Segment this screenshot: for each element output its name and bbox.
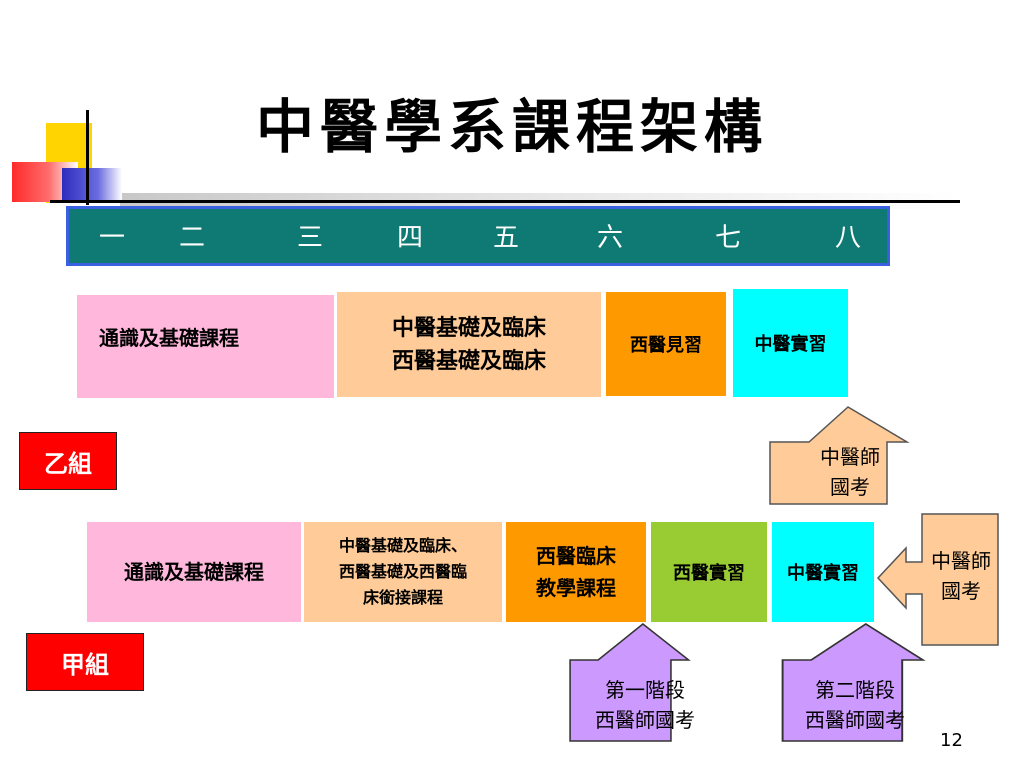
track-b-basic-line1: 中醫基礎及臨床: [391, 314, 546, 341]
year-5: 五: [493, 223, 520, 253]
stage2-exam-arrow-icon: [781, 623, 926, 742]
stage1-line2: 西醫師國考: [595, 708, 695, 732]
deco-blue-square: [62, 168, 122, 202]
year-band: 一 二 三 四 五 六 七 八: [66, 206, 890, 266]
track-a-general-label: 通識及基礎課程: [124, 560, 264, 584]
track-a-label: 甲組: [26, 633, 144, 691]
year-2: 二: [179, 223, 206, 253]
deco-vertical-line: [86, 110, 89, 205]
track-a-tcm-exam-line1: 中醫師: [931, 549, 991, 573]
track-b-exam-arrow-icon: [769, 406, 910, 505]
year-1: 一: [99, 223, 126, 253]
deco-horizontal-line: [50, 200, 960, 203]
track-b-exam-line1: 中醫師: [820, 445, 880, 469]
track-a-basic-clinical: 中醫基礎及臨床、 西醫基礎及西醫臨 床銜接課程: [304, 522, 502, 622]
track-a-basic-line3: 床銜接課程: [362, 588, 443, 607]
track-b-general-course: 通識及基礎課程: [77, 295, 334, 398]
stage1-exam-arrow-icon: [569, 623, 691, 742]
track-b-tcm-internship-label: 中醫實習: [754, 334, 827, 355]
track-a-label-text: 甲組: [61, 649, 109, 679]
track-b-western-clerkship: 西醫見習: [606, 292, 726, 396]
stage2-line1: 第二階段: [815, 678, 895, 702]
track-a-tcm-internship: 中醫實習: [772, 522, 874, 622]
year-4: 四: [397, 223, 424, 253]
track-b-exam-line2: 國考: [830, 475, 870, 499]
track-a-tcm-exam-line2: 國考: [941, 579, 981, 603]
track-a-western-clinical: 西醫臨床 教學課程: [506, 522, 646, 622]
track-a-basic-line1: 中醫基礎及臨床、: [338, 536, 467, 555]
track-b-tcm-internship: 中醫實習: [733, 289, 848, 397]
stage2-exam-text: 第二階段 西醫師國考: [780, 672, 930, 738]
year-3: 三: [297, 223, 324, 253]
track-b-basic-line2: 西醫基礎及臨床: [391, 347, 546, 374]
year-8: 八: [835, 223, 862, 253]
track-b-general-label: 通識及基礎課程: [99, 326, 239, 350]
track-a-western-clinical-line2: 教學課程: [536, 576, 616, 600]
track-b-exam-text: 中醫師 國考: [770, 440, 930, 504]
slide-title: 中醫學系課程架構: [255, 93, 768, 161]
track-b-label-text: 乙組: [44, 448, 92, 478]
track-a-tcm-exam-arrow-icon: [876, 513, 999, 646]
stage2-line2: 西醫師國考: [805, 708, 905, 732]
track-a-basic-line2: 西醫基礎及西醫臨: [338, 562, 467, 581]
stage1-exam-text: 第一階段 西醫師國考: [570, 672, 720, 738]
track-a-western-clinical-line1: 西醫臨床: [536, 544, 616, 568]
track-a-tcm-internship-label: 中醫實習: [787, 563, 859, 584]
track-a-tcm-exam-text: 中醫師 國考: [922, 536, 1000, 616]
track-a-general-course: 通識及基礎課程: [87, 522, 301, 622]
year-7: 七: [715, 223, 742, 253]
track-a-western-internship-label: 西醫實習: [673, 563, 745, 584]
track-b-western-clerkship-label: 西醫見習: [630, 335, 702, 356]
stage1-line1: 第一階段: [605, 678, 685, 702]
track-b-label: 乙組: [19, 432, 117, 490]
track-b-basic-clinical: 中醫基礎及臨床 西醫基礎及臨床: [337, 292, 601, 397]
track-a-western-internship: 西醫實習: [651, 522, 767, 622]
page-number: 12: [940, 730, 963, 751]
year-6: 六: [597, 223, 624, 253]
